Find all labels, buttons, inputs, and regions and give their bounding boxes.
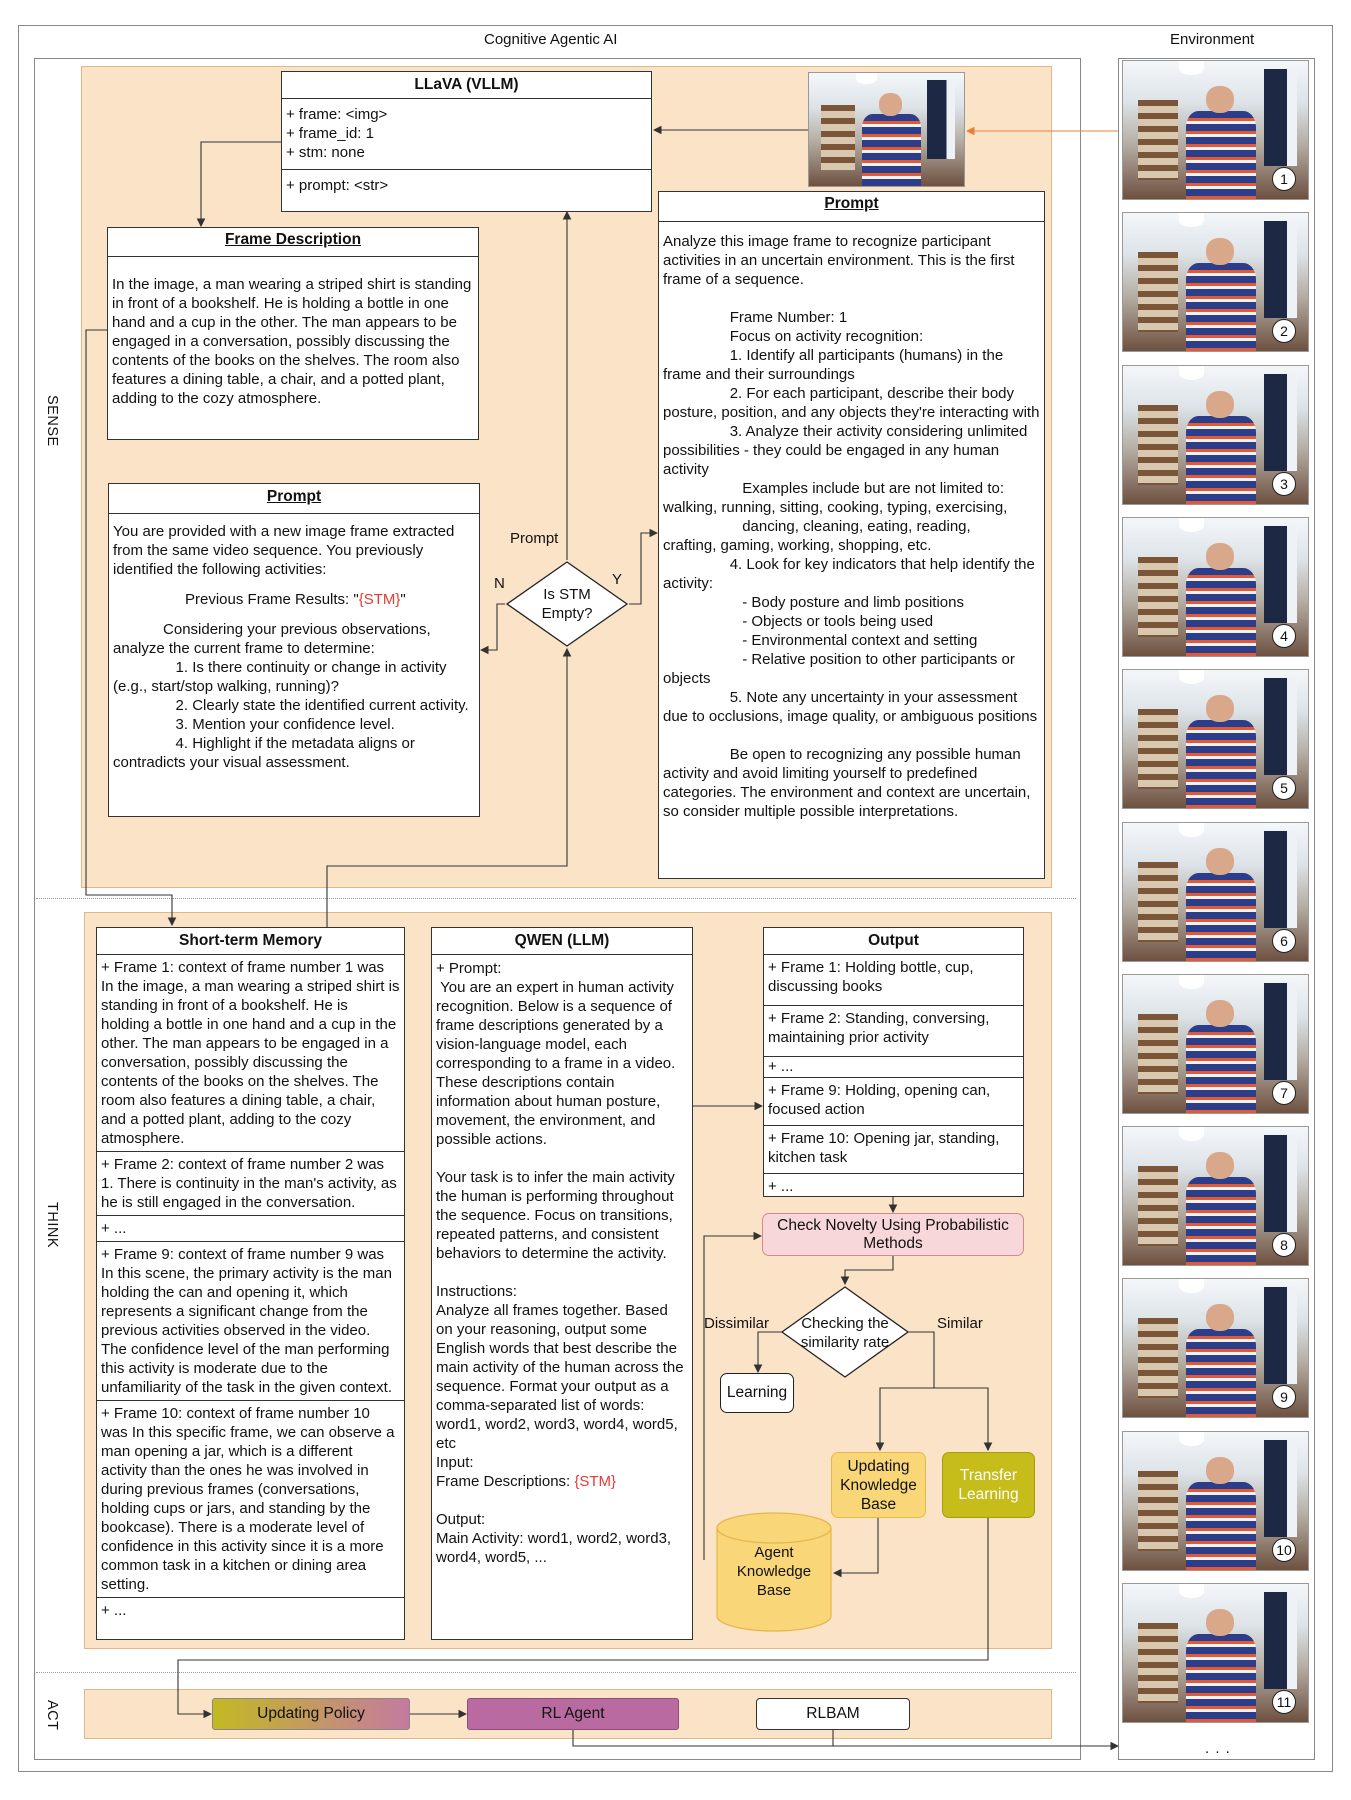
environment-frame-number: 3 [1272,472,1296,496]
separator-sense-think [36,898,1076,899]
stm-item: + Frame 2: context of frame number 2 was… [97,1152,404,1216]
decision-no-label: N [494,575,505,592]
frame-description-box: Frame Description In the image, a man we… [107,227,479,440]
stm-decision-diamond [505,561,629,647]
output-item: + Frame 1: Holding bottle, cup, discussi… [764,955,1023,1006]
environment-frame-image [1122,974,1309,1114]
environment-frame [1118,58,1315,1760]
updating-knowledge-base-box: Updating Knowledge Base [831,1452,926,1518]
environment-frame-number: 9 [1272,1385,1296,1409]
prompt-left-previous: Previous Frame Results: "{STM}" [109,579,479,609]
output-item: + Frame 9: Holding, opening can, focused… [764,1078,1023,1126]
environment-frame-number: 6 [1272,929,1296,953]
output-title: Output [764,928,1023,955]
output-item: + Frame 10: Opening jar, standing, kitch… [764,1126,1023,1174]
stm-item: + ... [101,1602,127,1619]
qwen-box: QWEN (LLM) + Prompt: You are an expert i… [431,927,693,1640]
agent-knowledge-base-text: Agent Knowledge Base [736,1544,812,1599]
similar-label: Similar [937,1315,983,1332]
environment-title: Environment [1170,31,1255,48]
rlbam-box: RLBAM [756,1698,910,1730]
environment-frame-image [1122,517,1309,657]
transfer-learning-box: Transfer Learning [942,1452,1035,1518]
similarity-diamond [780,1286,910,1378]
cognitive-title: Cognitive Agentic AI [484,31,618,48]
output-item: + Frame 2: Standing, conversing, maintai… [764,1006,1023,1057]
prompt-left-box: Prompt You are provided with a new image… [108,483,480,817]
check-novelty-box: Check Novelty Using Probabilistic Method… [762,1213,1024,1256]
environment-frame-image [1122,1431,1309,1571]
prompt-left-stm: {STM} [358,591,401,608]
updating-policy-box: Updating Policy [212,1698,410,1730]
cognitive-frame [34,58,1081,1760]
prompt-left-prev-end: " [400,591,406,608]
output-box: Output + Frame 1: Holding bottle, cup, d… [763,927,1024,1197]
environment-frame-number: 4 [1272,624,1296,648]
qwen-title: QWEN (LLM) [432,928,692,955]
environment-frame-number: 8 [1272,1233,1296,1257]
dissimilar-label: Dissimilar [704,1315,769,1332]
qwen-prompt-text: + Prompt: You are an expert in human act… [436,960,684,1490]
llava-attributes: + frame: <img> + frame_id: 1 + stm: none [282,99,651,170]
frame-description-text: In the image, a man wearing a striped sh… [112,276,476,407]
environment-frame-image [1122,212,1309,352]
environment-frame-number: 1 [1272,167,1296,191]
environment-frame-number: 5 [1272,776,1296,800]
prompt-left-title: Prompt [109,484,479,514]
separator-think-act [36,1672,1076,1673]
decision-prompt-label: Prompt [510,530,559,547]
prompt-left-rest: Considering your previous observations, … [113,621,469,771]
outer-frame [18,25,1333,1772]
agent-knowledge-base-cylinder [716,1512,832,1632]
llava-box: LLaVA (VLLM) + frame: <img> + frame_id: … [281,71,652,212]
short-term-memory-box: Short-term Memory + Frame 1: context of … [96,927,405,1640]
environment-frame-number: 11 [1272,1690,1296,1714]
rl-agent-box: RL Agent [467,1698,679,1730]
prompt-left-intro: You are provided with a new image frame … [113,523,459,578]
output-item: + ... [768,1178,794,1195]
prompt-right-box: Prompt Analyze this image frame to recog… [658,191,1045,879]
environment-frame-number: 7 [1272,1081,1296,1105]
input-frame-image [808,72,965,187]
environment-frame-image [1122,1278,1309,1418]
llava-method: + prompt: <str> [286,177,389,194]
stm-item: + ... [97,1216,404,1242]
environment-frame-number: 10 [1272,1538,1296,1562]
qwen-output-text: Output: Main Activity: word1, word2, wor… [436,1511,672,1566]
llava-title: LLaVA (VLLM) [282,72,651,99]
environment-frame-number: 2 [1272,319,1296,343]
qwen-prompt: + Prompt: You are an expert in human act… [432,955,692,1567]
qwen-stm: {STM} [574,1473,617,1490]
stm-item: + Frame 1: context of frame number 1 was… [97,955,404,1152]
learning-box: Learning [720,1373,794,1413]
stm-decision-text: Is STM Empty? [541,586,593,622]
prompt-right-title: Prompt [659,192,1044,222]
stm-item: + Frame 9: context of frame number 9 was… [97,1242,404,1401]
stm-title: Short-term Memory [97,928,404,955]
frame-description-title: Frame Description [108,228,478,257]
similarity-text: Checking the similarity rate [800,1315,890,1351]
output-item: + ... [764,1057,1023,1078]
environment-more: . . . [1205,1740,1231,1757]
stm-item: + Frame 10: context of frame number 10 w… [97,1401,404,1598]
prompt-right-text: Analyze this image frame to recognize pa… [663,233,1040,820]
prompt-left-prev-label: Previous Frame Results: " [185,591,359,608]
decision-yes-label: Y [612,571,623,588]
